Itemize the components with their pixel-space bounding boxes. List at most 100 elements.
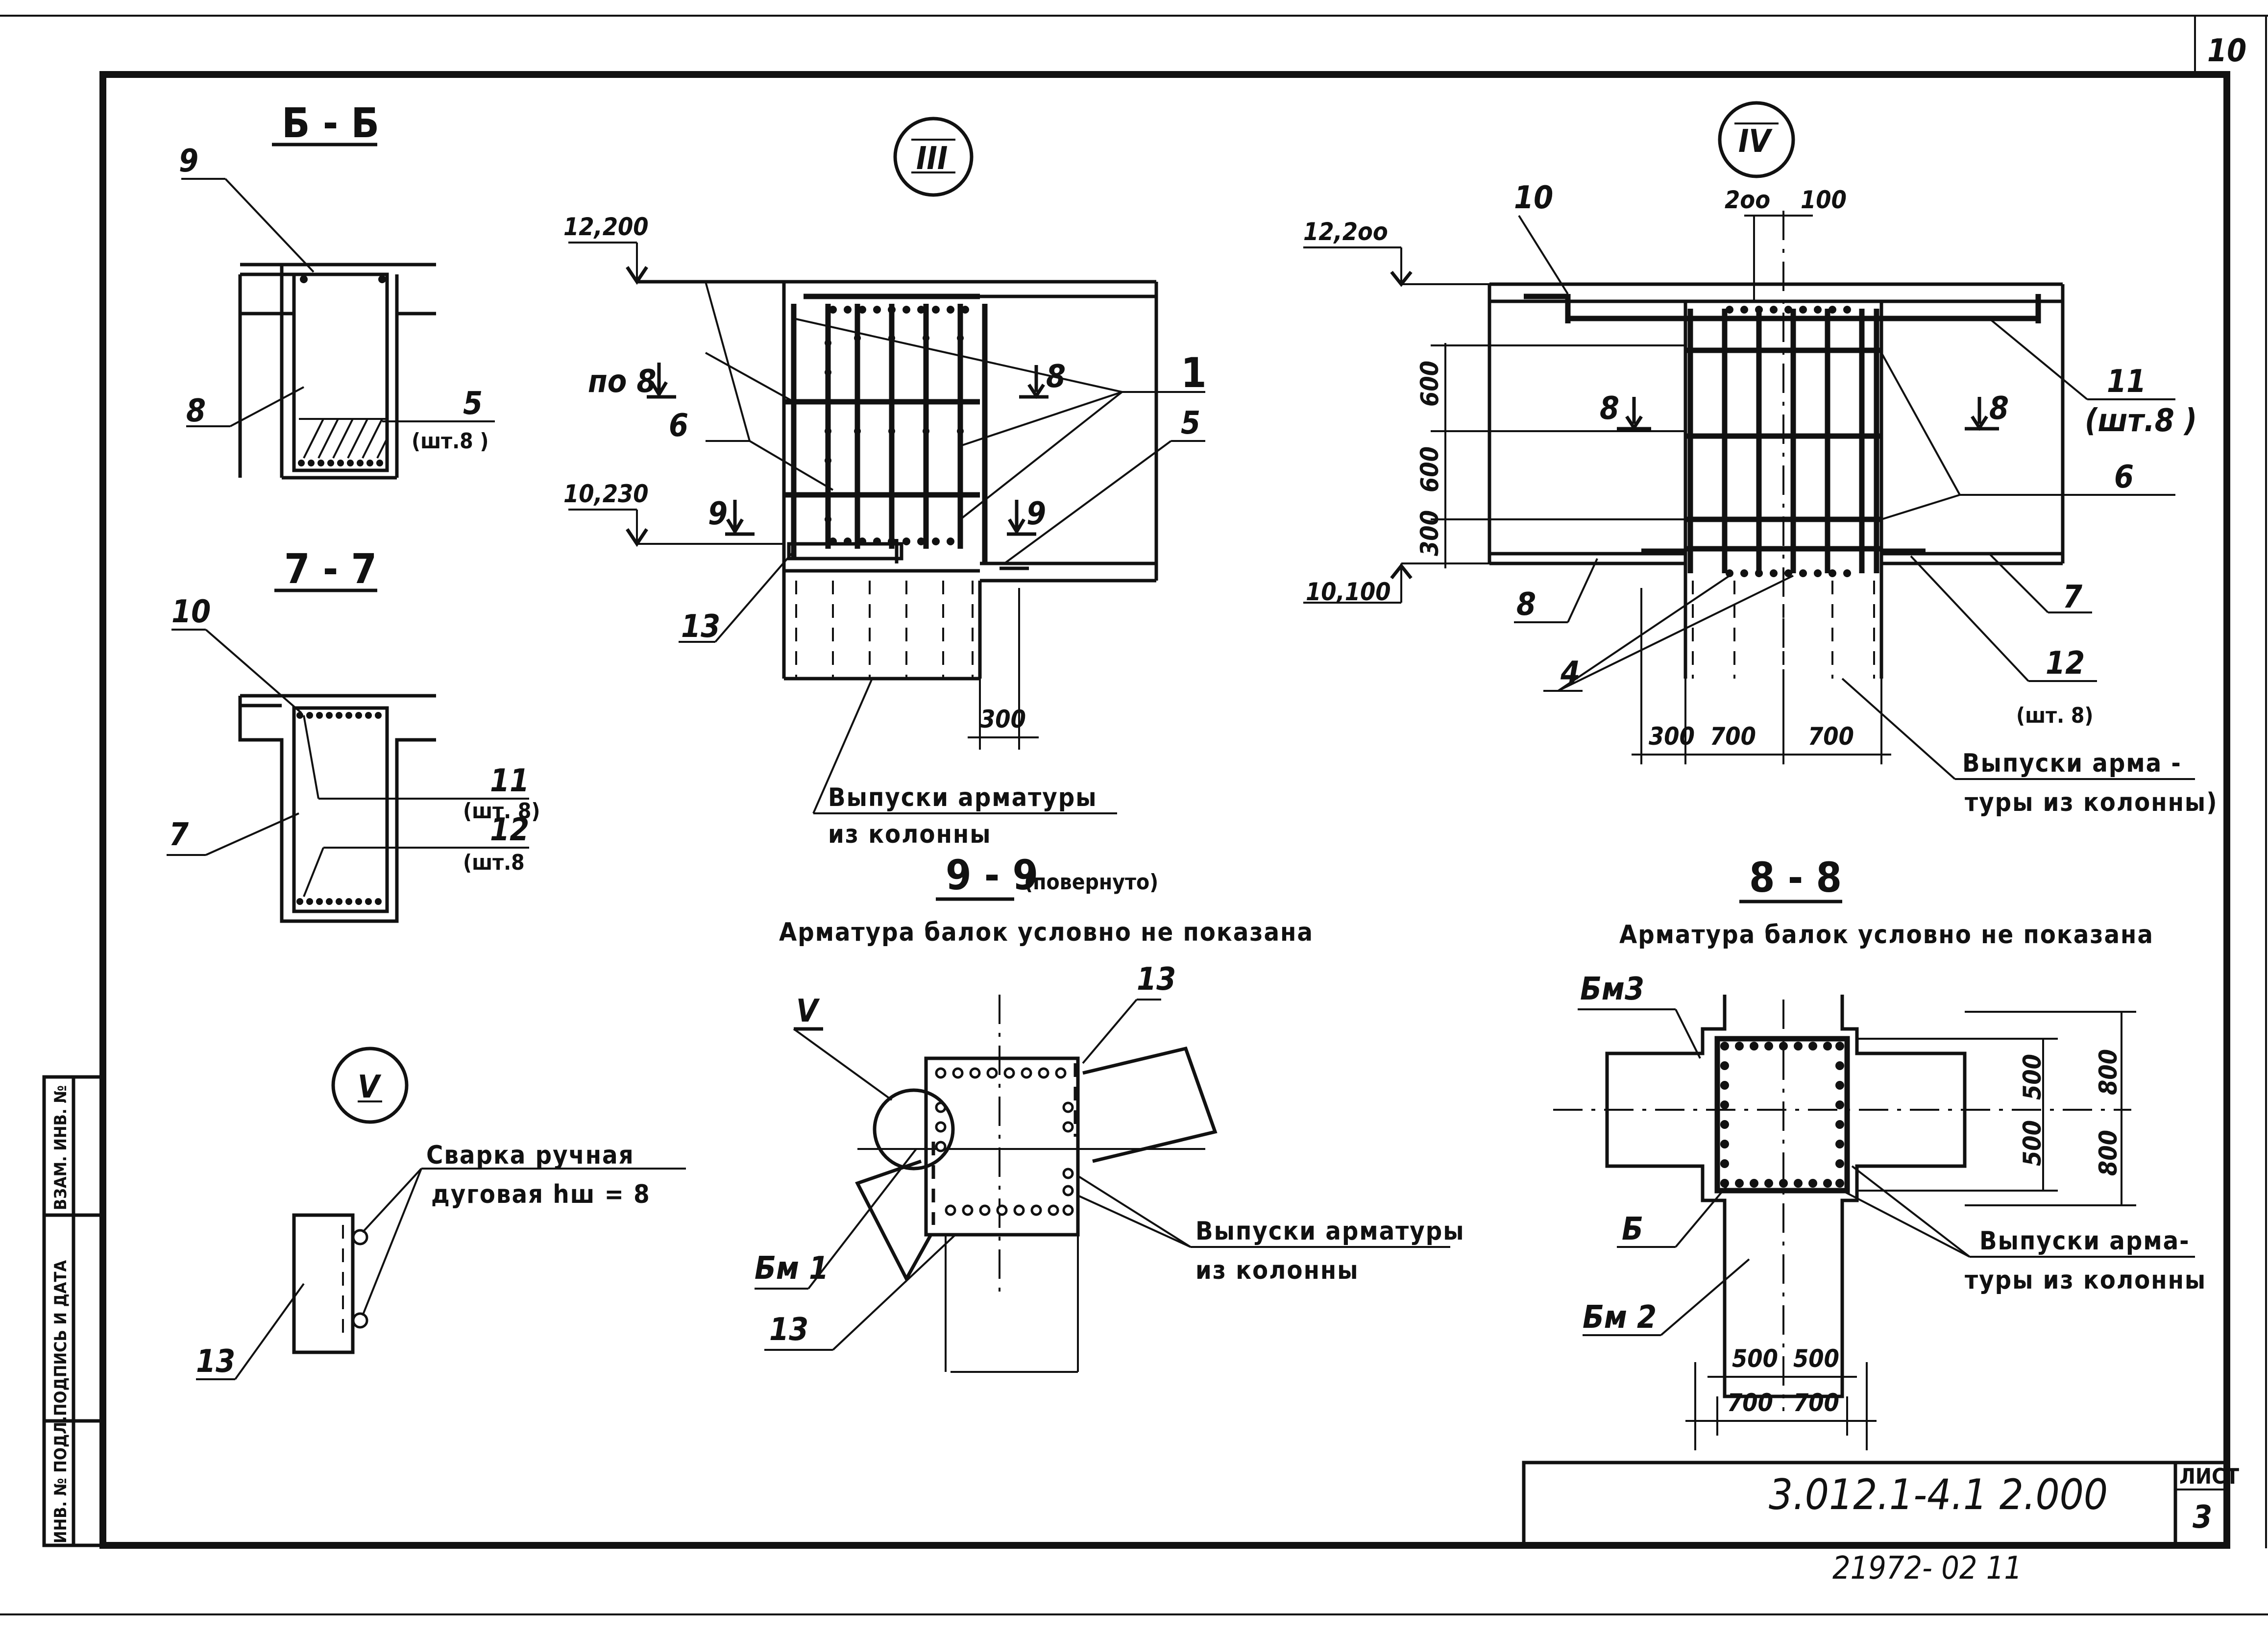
node-iii-label-5: 5 [1181, 405, 1200, 441]
section-9-9-label-13b: 13 [769, 1312, 808, 1348]
section-8-8-bm3: Бм3 [1580, 971, 1644, 1007]
node-iii-elev-top: 12,200 [563, 213, 649, 241]
stamp-inv-podl: ИНВ. № ПОДЛ. [51, 1416, 71, 1543]
node-iv-label-7: 7 [2063, 579, 2082, 615]
page-number: 10 [2207, 33, 2246, 69]
drawing-designation: 3.012.1-4.1 2.000 [1769, 1470, 2108, 1519]
section-9-9-note-line1: Выпуски арматуры [1195, 1217, 1465, 1246]
node-iii-elev-bot: 10,230 [563, 480, 649, 508]
node-v-mark: V [358, 1069, 382, 1105]
stamp-podpis: ПОДПИСЬ И ДАТА [51, 1260, 71, 1416]
section-9-9-label-13a: 13 [1137, 961, 1176, 998]
node-iv-mark: IV [1738, 123, 1773, 160]
section-8-8-dim-500a: 500 [2018, 1054, 2047, 1100]
node-iv-dim-200: 2оо [1725, 186, 1770, 214]
node-iv-label-12-qty: (шт. 8) [2016, 703, 2094, 728]
node-iv-label-4: 4 [1560, 655, 1580, 691]
node-iv-bdim-700a: 700 [1710, 722, 1756, 751]
node-iv-dim-600b: 600 [1415, 446, 1444, 492]
approval-stamp: ИНВ. № ПОДЛ. ПОДПИСЬ И ДАТА ВЗАМ. ИНВ. № [42, 1075, 105, 1547]
node-iv-label-12: 12 [2046, 645, 2085, 682]
node-iv-label-11: 11 [2107, 364, 2146, 400]
section-8-8-bm2: Бм 2 [1583, 1299, 1657, 1336]
section-8-8-bdim-500b: 500 [1793, 1344, 1839, 1373]
section-6-6-label-8: 8 [186, 393, 206, 429]
section-8-8-dim-800b: 800 [2094, 1130, 2122, 1176]
section-9-9-bm1: Бм 1 [755, 1250, 829, 1287]
node-v: V Сварка ручная дуговая hш = 8 13 [196, 1047, 686, 1380]
node-iii-label-13: 13 [681, 609, 720, 645]
node-iv-dim-600a: 600 [1415, 361, 1444, 407]
section-9-9-mark-v: V [796, 993, 820, 1029]
section-8-8-note-line1: Выпуски арма- [1979, 1226, 2190, 1256]
section-8-8-dim-800a: 800 [2094, 1049, 2122, 1095]
node-v-weld-line1: Сварка ручная [426, 1141, 634, 1170]
sheet-label: ЛИСТ [2179, 1464, 2239, 1489]
node-iii-note-line2: из колонны [828, 820, 992, 849]
node-iv-label-6: 6 [2114, 459, 2134, 495]
node-iv-dim-300: 300 [1415, 510, 1444, 556]
node-iii-mark: III [916, 141, 948, 177]
section-6-6-label-9: 9 [179, 143, 198, 179]
node-iv-elev-top: 12,2оо [1303, 218, 1388, 246]
section-9-9-title: 9 - 9 [946, 851, 1038, 899]
title-block: 3.012.1-4.1 2.000 ЛИСТ 3 21972- 02 11 [1522, 1461, 2239, 1587]
section-8-8-dim-500b: 500 [2018, 1120, 2047, 1166]
sheet-frame: 10 [0, 15, 2268, 1615]
node-v-weld-line2: дуговая hш = 8 [431, 1180, 651, 1209]
node-iv-label-11-qty: (шт.8 ) [2085, 403, 2197, 439]
node-iii-sect-9a: 9 [708, 496, 728, 532]
section-9-9-caption: Арматура балок условно не показана [779, 918, 1314, 947]
section-8-8-title: 8 - 8 [1749, 854, 1842, 902]
node-iv-note-line1: Выпуски арма - [1962, 749, 2182, 778]
section-8-8-bdim-700a: 700 [1727, 1389, 1773, 1417]
section-8-8-note-line2: туры из колонны [1965, 1266, 2206, 1295]
section-8-8-bdim-700b: 700 [1793, 1389, 1839, 1417]
section-7-7-title: 7 - 7 [284, 545, 377, 593]
section-7-7-label-12: 12 [490, 812, 529, 848]
section-8-8-bdim-500a: 500 [1732, 1344, 1778, 1373]
section-7-7-label-7: 7 [169, 817, 189, 853]
node-v-label-13: 13 [196, 1343, 235, 1380]
section-6-6-title: Б - Б [282, 99, 379, 147]
node-iii-label-1: 1 [1181, 349, 1207, 397]
section-7-7-label-11: 11 [490, 763, 529, 799]
section-6-6-label-5-qty: (шт.8 ) [412, 429, 489, 454]
node-iii: III [563, 117, 1207, 849]
node-iii-po8: по 8 [588, 364, 656, 400]
node-iii-sect-9b: 9 [1026, 496, 1046, 532]
section-8-8: 8 - 8 Арматура балок условно не показана [1553, 854, 2206, 1450]
section-6-6-label-5: 5 [463, 386, 483, 422]
node-iv: IV [1303, 101, 2218, 817]
sheet-number: 3 [2193, 1499, 2212, 1536]
node-iv-dim-100: 100 [1801, 186, 1847, 214]
section-9-9: 9 - 9 (повернуто) Арматура балок условно… [755, 851, 1465, 1373]
section-7-7-rebar-dots [296, 712, 382, 905]
node-iv-bdim-300: 300 [1649, 722, 1695, 751]
node-iv-sect-8a: 8 [1600, 391, 1619, 427]
section-8-8-rebar-dots [1720, 1042, 1844, 1188]
section-7-7: 7 - 7 10 7 11 (шт. 8) 12 (шт.8 [167, 545, 540, 923]
node-iii-label-6: 6 [669, 408, 688, 444]
section-9-9-rebar-holes [935, 1067, 1074, 1216]
node-iii-note-line1: Выпуски арматуры [828, 783, 1097, 812]
section-8-8-caption: Арматура балок условно не показана [1619, 920, 2154, 950]
section-7-7-label-10: 10 [171, 594, 211, 630]
node-iv-elev-bot: 10,100 [1306, 578, 1391, 606]
section-9-9-note-line2: из колонны [1195, 1256, 1359, 1285]
node-iv-sect-8b: 8 [1989, 391, 2009, 427]
node-iv-note-line2: туры из колонны) [1965, 788, 2218, 817]
node-iv-label-8: 8 [1516, 586, 1536, 623]
node-iii-dim-300: 300 [980, 705, 1026, 733]
section-6-6-hatch [299, 418, 388, 459]
section-8-8-label-6: Б [1622, 1211, 1643, 1247]
section-6-6: Б - Б [179, 99, 495, 480]
section-9-9-subtitle: (повернуто) [1024, 870, 1158, 895]
stamp-vzam: ВЗАМ. ИНВ. № [51, 1085, 71, 1210]
node-iv-label-10: 10 [1514, 180, 1553, 216]
section-6-6-rebar-dots [298, 275, 386, 466]
node-iv-bdim-700b: 700 [1808, 722, 1854, 751]
section-7-7-label-11-qty: (шт. 8) [463, 799, 540, 824]
section-7-7-label-12-qty: (шт.8 [463, 850, 525, 875]
